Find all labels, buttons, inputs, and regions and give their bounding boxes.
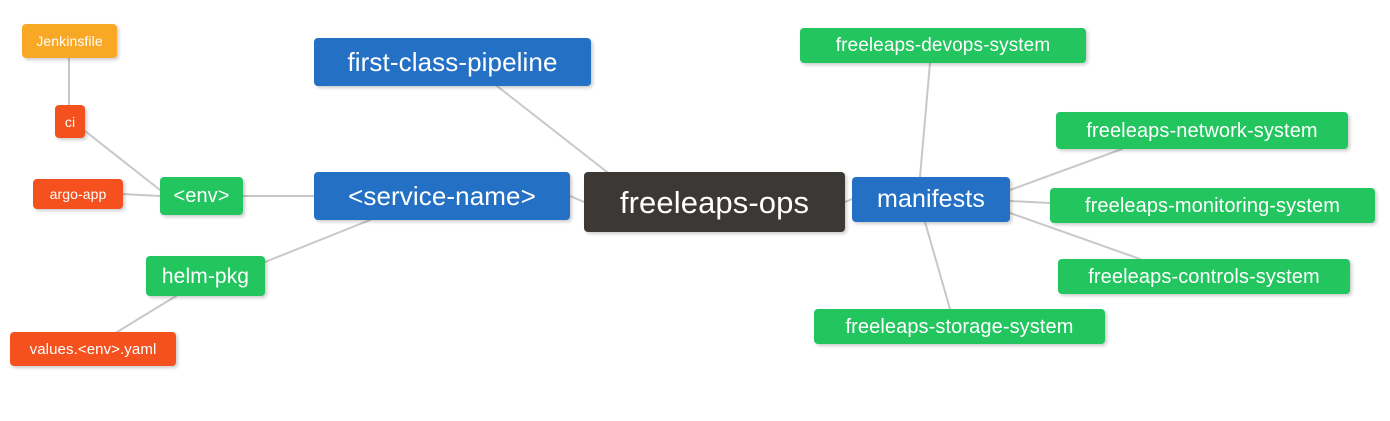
mindmap-node-freeleaps-network-system[interactable]: freeleaps-network-system	[1056, 112, 1348, 149]
edge-manifests-to-freeleaps-monitoring-system	[1009, 200, 1051, 204]
mindmap-node-label: manifests	[877, 185, 985, 213]
edge-freeleaps-ops-to-manifests	[844, 198, 853, 203]
mindmap-node-jenkinsfile[interactable]: Jenkinsfile	[22, 24, 117, 58]
mindmap-node-ci[interactable]: ci	[55, 105, 85, 138]
mindmap-node-freeleaps-monitoring-system[interactable]: freeleaps-monitoring-system	[1050, 188, 1375, 223]
mindmap-node-freeleaps-ops[interactable]: freeleaps-ops	[584, 172, 845, 232]
mindmap-node-first-class-pipeline[interactable]: first-class-pipeline	[314, 38, 591, 86]
edge-service-name-to-helm-pkg	[264, 219, 371, 263]
mindmap-node-helm-pkg[interactable]: helm-pkg	[146, 256, 265, 296]
edge-env-to-argo-app	[122, 193, 161, 197]
mindmap-node-label: freeleaps-storage-system	[845, 315, 1074, 338]
mindmap-node-label: freeleaps-network-system	[1086, 119, 1318, 142]
mindmap-node-values-env-yaml[interactable]: values.<env>.yaml	[10, 332, 176, 366]
mindmap-node-manifests[interactable]: manifests	[852, 177, 1010, 222]
mindmap-node-freeleaps-storage-system[interactable]: freeleaps-storage-system	[814, 309, 1105, 344]
mindmap-node-label: freeleaps-monitoring-system	[1084, 194, 1340, 217]
mindmap-node-label: argo-app	[49, 186, 107, 202]
mindmap-node-label: freeleaps-devops-system	[835, 35, 1051, 56]
mindmap-node-freeleaps-devops-system[interactable]: freeleaps-devops-system	[800, 28, 1086, 63]
edge-freeleaps-ops-to-service-name	[569, 195, 585, 203]
edge-freeleaps-ops-to-first-class-pipeline	[496, 85, 608, 173]
edge-manifests-to-freeleaps-devops-system	[919, 62, 931, 178]
mindmap-node-label: ci	[64, 113, 76, 130]
mindmap-node-label: freeleaps-ops	[619, 184, 810, 220]
mindmap-node-service-name[interactable]: <service-name>	[314, 172, 570, 220]
mindmap-node-freeleaps-controls-system[interactable]: freeleaps-controls-system	[1058, 259, 1350, 294]
edge-manifests-to-freeleaps-network-system	[1009, 148, 1123, 191]
edge-manifests-to-freeleaps-storage-system	[924, 221, 951, 310]
mindmap-node-label: values.<env>.yaml	[29, 340, 157, 358]
mindmap-node-argo-app[interactable]: argo-app	[33, 179, 123, 209]
mindmap-node-env[interactable]: <env>	[160, 177, 243, 215]
edge-helm-pkg-to-values-env-yaml	[116, 295, 177, 333]
mindmap-node-label: freeleaps-controls-system	[1088, 265, 1320, 288]
mindmap-node-label: Jenkinsfile	[36, 33, 103, 49]
mindmap-node-label: <env>	[173, 185, 230, 207]
mindmap-node-label: helm-pkg	[161, 264, 250, 288]
mindmap-node-label: <service-name>	[348, 181, 536, 211]
mindmap-node-label: first-class-pipeline	[347, 47, 558, 77]
